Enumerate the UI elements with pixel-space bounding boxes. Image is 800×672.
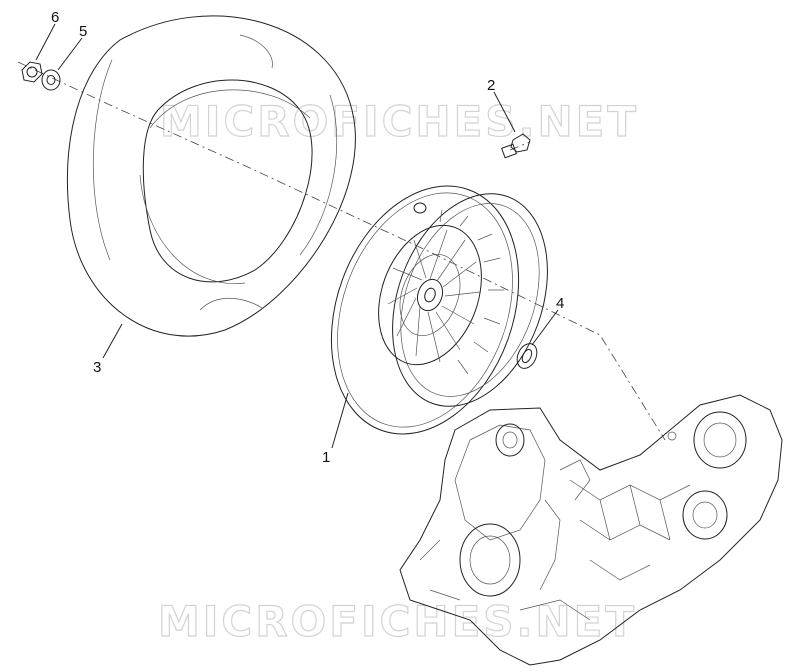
callout-1: 1 — [322, 449, 330, 466]
callout-6: 6 — [51, 9, 59, 26]
part-1-wheel-rim — [330, 185, 548, 435]
watermark-bottom: MICROFICHES.NET — [158, 597, 637, 646]
part-6-nut — [21, 61, 43, 83]
callout-5: 5 — [79, 23, 87, 40]
callout-4: 4 — [556, 295, 564, 312]
callout-3: 3 — [93, 359, 101, 376]
callout-2: 2 — [487, 77, 495, 94]
engine-crankcase — [399, 394, 783, 666]
part-3-tyre — [67, 15, 356, 337]
center-axis-line — [17, 61, 666, 441]
part-4-seal-ring — [516, 343, 538, 369]
leader-lines — [35, 23, 559, 449]
part-5-washer — [41, 69, 61, 91]
part-2-bolt — [501, 133, 531, 159]
watermark-top: MICROFICHES.NET — [160, 97, 639, 146]
